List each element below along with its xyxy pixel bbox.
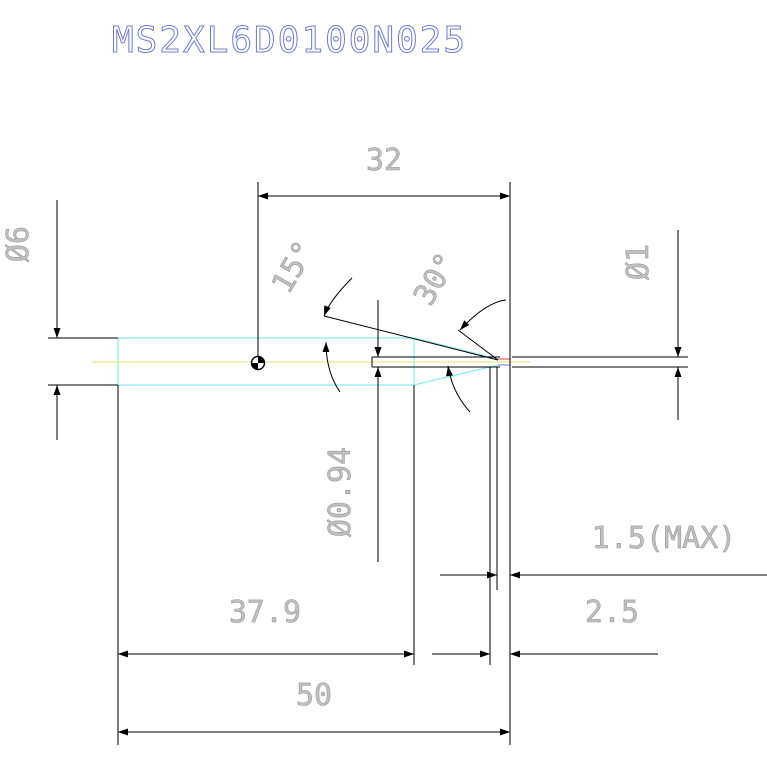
dim-2-5-label: 2.5 bbox=[585, 595, 639, 630]
dim-dia-0-94-label: Ø0.94 bbox=[323, 447, 358, 537]
dim-32-label: 32 bbox=[366, 143, 402, 178]
tool-body bbox=[117, 337, 499, 386]
dim-dia-1: Ø1 bbox=[621, 230, 682, 420]
dim-dia-1-label: Ø1 bbox=[621, 244, 656, 280]
angle-15: 15° bbox=[265, 235, 499, 393]
dim-32: 32 bbox=[258, 143, 510, 200]
dim-1-5-max: 1.5(MAX) bbox=[440, 521, 767, 579]
dim-1-5-max-label: 1.5(MAX) bbox=[592, 521, 737, 556]
dim-dia-6-label: Ø6 bbox=[1, 226, 36, 262]
dim-2-5: 2.5 bbox=[432, 595, 658, 658]
center-mark-icon bbox=[250, 355, 266, 371]
dim-50-label: 50 bbox=[296, 678, 332, 713]
part-number-title: MS2XL6D0100N025 bbox=[112, 20, 467, 61]
angle-15-label: 15° bbox=[265, 235, 322, 299]
dim-50: 50 bbox=[118, 678, 510, 736]
angle-30-label: 30° bbox=[407, 247, 464, 311]
dim-37-9: 37.9 bbox=[118, 595, 414, 658]
dim-dia-0-94: Ø0.94 bbox=[323, 300, 382, 562]
tool-neck bbox=[372, 356, 510, 368]
dim-37-9-label: 37.9 bbox=[229, 595, 301, 630]
angle-30: 30° bbox=[407, 247, 507, 413]
dim-dia-6: Ø6 bbox=[1, 200, 61, 440]
extension-lines bbox=[48, 182, 688, 745]
